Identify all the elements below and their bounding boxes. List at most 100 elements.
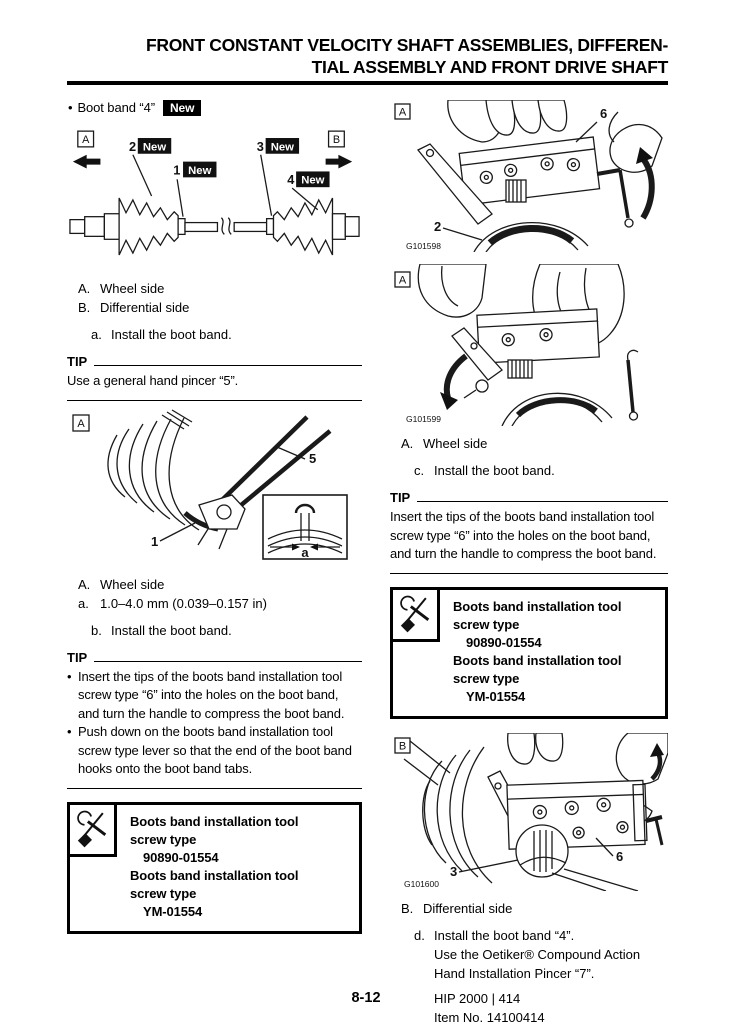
page-title-line2: TIAL ASSEMBLY AND FRONT DRIVE SHAFT bbox=[311, 57, 669, 77]
figure-g101599: A bbox=[390, 264, 668, 426]
boot-band-bullet: Boot band “4” New bbox=[67, 98, 362, 117]
band-serration bbox=[507, 359, 533, 379]
callout-4: 4 New bbox=[287, 171, 330, 211]
legend-item: A. Wheel side bbox=[401, 436, 488, 451]
boot-drawing bbox=[403, 739, 493, 883]
callout-2: 2 New bbox=[129, 138, 172, 197]
tip-heading: TIP bbox=[67, 354, 362, 369]
svg-text:New: New bbox=[271, 141, 294, 153]
callout-3: 3 bbox=[450, 858, 519, 879]
cv-shaft-drawing bbox=[69, 197, 360, 256]
page-title: FRONT CONSTANT VELOCITY SHAFT ASSEMBLIES… bbox=[67, 34, 668, 78]
hands-drawing bbox=[447, 100, 663, 173]
svg-text:New: New bbox=[301, 175, 324, 187]
figure-shaft-assembly: A B bbox=[67, 125, 362, 271]
arrow-right-icon bbox=[325, 154, 353, 169]
svg-text:A: A bbox=[77, 418, 85, 430]
lever-drawing bbox=[416, 143, 493, 225]
svg-text:A: A bbox=[82, 134, 90, 146]
handle-rod bbox=[596, 168, 634, 228]
magnifier-detail bbox=[515, 823, 639, 891]
tip-text: Use a general hand pincer “5”. bbox=[67, 373, 239, 388]
figure-code: G101600 bbox=[404, 879, 439, 889]
arrow-left-icon bbox=[72, 154, 101, 169]
svg-text:1: 1 bbox=[173, 162, 180, 177]
step-d-line1: Install the boot band “4”. bbox=[434, 927, 575, 943]
tip-bullet: Insert the tips of the boots band instal… bbox=[67, 668, 362, 724]
tip-heading: TIP bbox=[67, 650, 362, 665]
svg-text:2: 2 bbox=[434, 219, 441, 234]
step-a: a. Install the boot band. bbox=[91, 327, 232, 342]
band-serration bbox=[505, 179, 527, 203]
handle-rod bbox=[626, 349, 639, 421]
frame-a-marker: A bbox=[72, 413, 90, 432]
legend-pincer: A. Wheel side a. 1.0–4.0 mm (0.039–0.157… bbox=[67, 575, 362, 613]
left-column: Boot band “4” New A B bbox=[67, 98, 362, 1027]
boot-drawing bbox=[473, 221, 589, 252]
right-column: A bbox=[390, 98, 668, 1027]
frame-a-marker: A bbox=[394, 271, 411, 288]
press-arrow-icon bbox=[440, 353, 468, 410]
svg-text:6: 6 bbox=[600, 106, 607, 121]
legend-g101600: B. Differential side bbox=[390, 899, 668, 918]
svg-text:3: 3 bbox=[257, 139, 264, 154]
svg-text:B: B bbox=[399, 740, 406, 752]
tool-icon bbox=[390, 586, 440, 642]
lever-drawing bbox=[451, 327, 503, 399]
callout-3: 3 New bbox=[257, 138, 300, 216]
callout-1: 1 New bbox=[173, 161, 217, 217]
step-d-line2: Use the Oetiker® Compound Action Hand In… bbox=[434, 946, 641, 981]
rotate-arrow-icon bbox=[650, 742, 664, 781]
svg-text:1: 1 bbox=[151, 534, 158, 549]
svg-text:3: 3 bbox=[450, 864, 457, 879]
figure-code: G101599 bbox=[406, 414, 441, 424]
new-badge: New bbox=[162, 99, 202, 116]
pincer-drawing bbox=[197, 414, 332, 549]
step-d-line4: Item No. 14100414 bbox=[434, 1009, 545, 1025]
tip-rule bbox=[94, 660, 362, 662]
boot-drawing bbox=[501, 392, 613, 426]
tool-body-drawing bbox=[458, 136, 601, 206]
svg-text:New: New bbox=[143, 141, 166, 153]
tip-rule bbox=[417, 501, 668, 502]
special-tool-box: Boots band installation tool screw type … bbox=[390, 586, 668, 719]
rotate-arrow-icon bbox=[636, 147, 655, 220]
tip-end-rule bbox=[67, 787, 362, 789]
callout-5: 5 bbox=[276, 445, 316, 466]
figure-code: G101598 bbox=[406, 241, 441, 251]
page-title-line1: FRONT CONSTANT VELOCITY SHAFT ASSEMBLIES… bbox=[145, 35, 668, 55]
tip-bullet: Push down on the boots band installation… bbox=[67, 723, 362, 779]
tip-text: Insert the tips of the boots band instal… bbox=[390, 509, 657, 561]
svg-text:A: A bbox=[399, 107, 407, 119]
legend-item: A. Wheel side bbox=[78, 281, 165, 296]
legend-shaft: A. Wheel side B. Differential side bbox=[67, 279, 362, 317]
gap-detail-inset: a bbox=[262, 493, 348, 560]
page-number: 8-12 bbox=[351, 990, 381, 1006]
legend-item: a. 1.0–4.0 mm (0.039–0.157 in) bbox=[78, 595, 267, 611]
svg-text:New: New bbox=[188, 165, 211, 177]
step-c: c. Install the boot band. bbox=[414, 463, 555, 478]
step-d: d. Install the boot band “4”. Use the Oe… bbox=[390, 926, 668, 1027]
callout-6: 6 bbox=[595, 837, 623, 864]
callout-2: 2 bbox=[434, 219, 483, 241]
tool-icon bbox=[67, 801, 117, 857]
svg-text:a: a bbox=[301, 545, 309, 560]
frame-b-marker: B bbox=[394, 736, 411, 754]
tip-heading: TIP bbox=[390, 490, 668, 505]
frame-a-marker: A bbox=[394, 103, 411, 120]
svg-text:6: 6 bbox=[616, 849, 623, 864]
special-tool-box: Boots band installation tool screw type … bbox=[67, 801, 362, 934]
callout-6: 6 bbox=[575, 106, 607, 143]
svg-text:B: B bbox=[333, 134, 340, 146]
svg-text:5: 5 bbox=[309, 451, 316, 466]
figure-g101598: A bbox=[390, 100, 668, 252]
figure-g101600: B bbox=[390, 732, 668, 891]
title-rule bbox=[67, 81, 668, 85]
tip-bullets: Insert the tips of the boots band instal… bbox=[67, 668, 362, 779]
svg-text:2: 2 bbox=[129, 139, 136, 154]
legend-item: B. Differential side bbox=[401, 900, 513, 916]
frame-b-marker: B bbox=[325, 130, 353, 169]
svg-text:4: 4 bbox=[287, 172, 295, 187]
legend-g101599: A. Wheel side bbox=[390, 434, 668, 453]
